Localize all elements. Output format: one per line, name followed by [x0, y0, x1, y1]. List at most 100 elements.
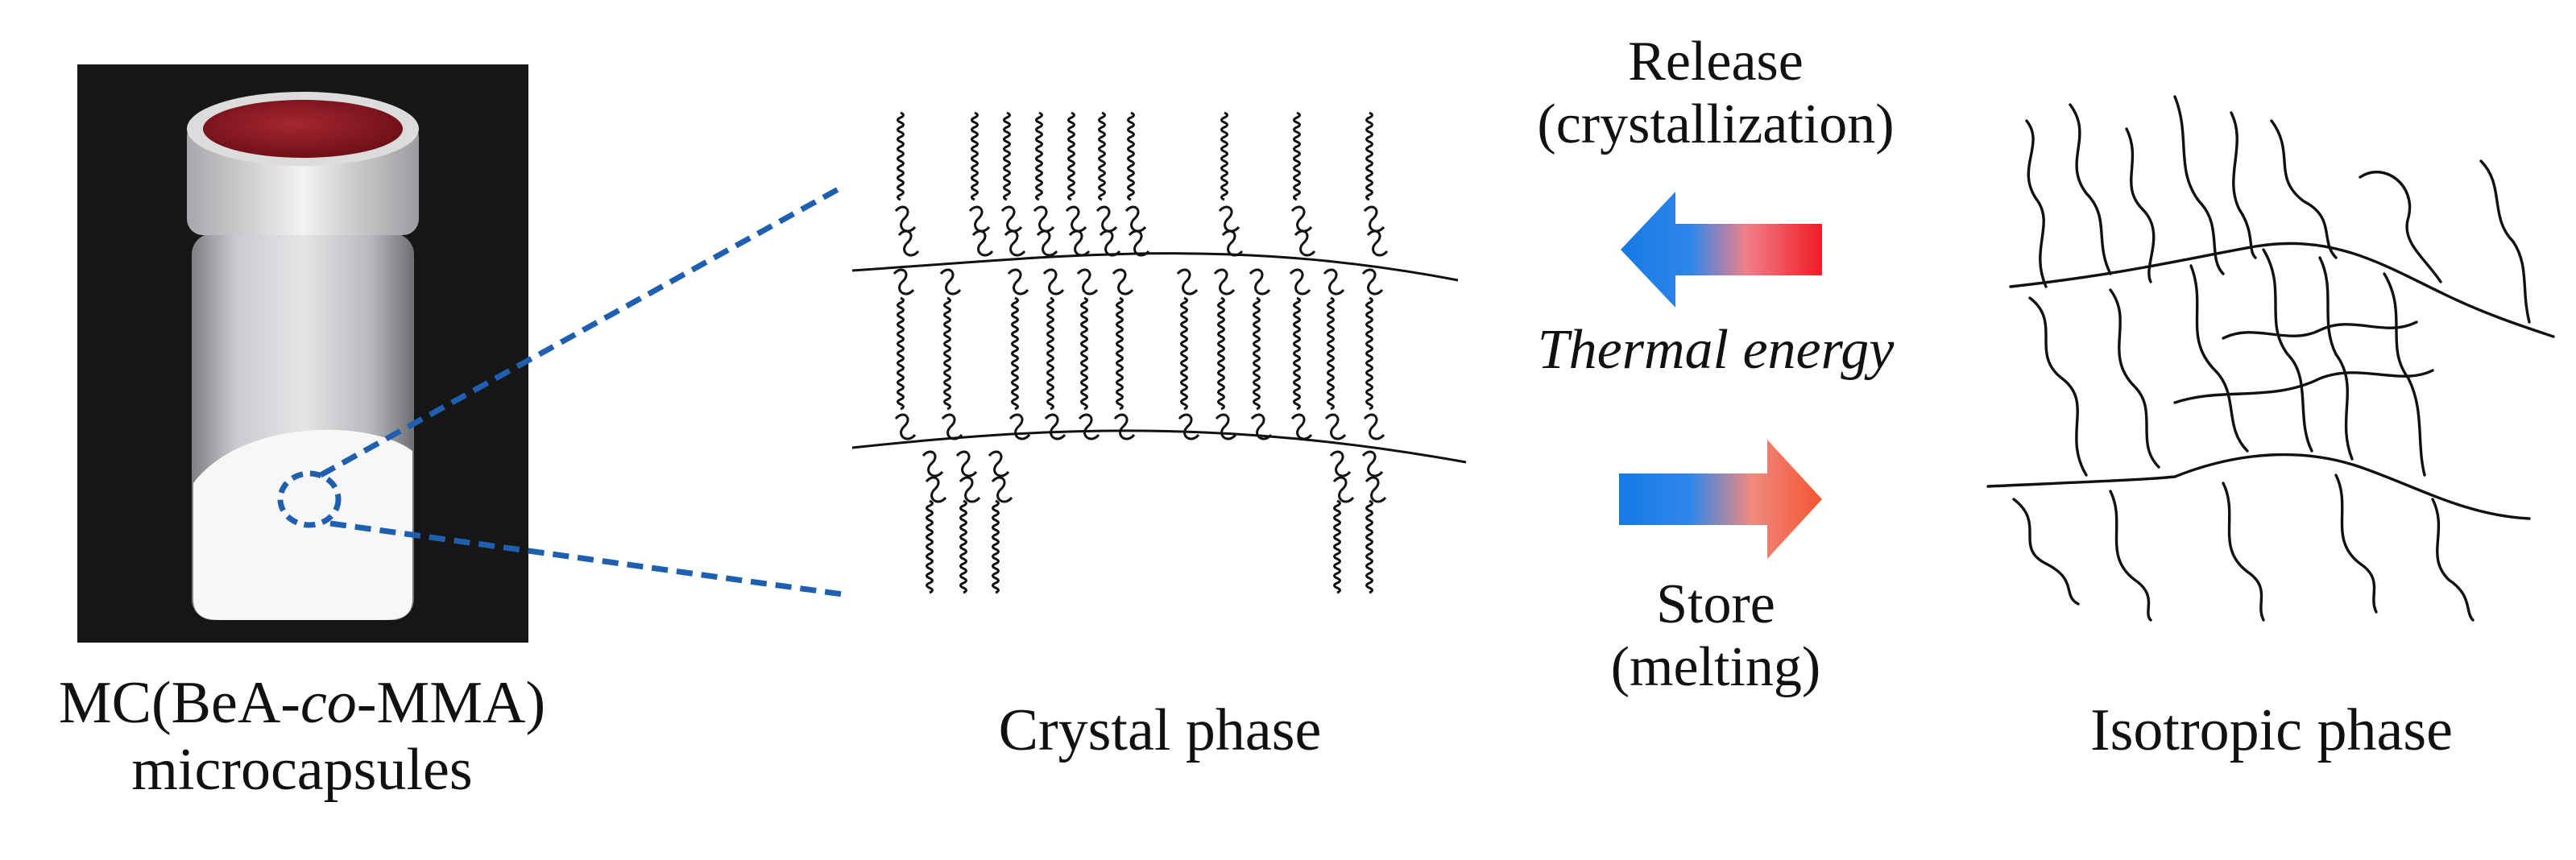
chain-fold	[1176, 268, 1199, 296]
isotropic-phase-label: Isotropic phase	[2089, 697, 2454, 763]
chain-fold	[1113, 413, 1136, 440]
chain-fold	[925, 476, 947, 503]
lamella-top	[851, 252, 1459, 282]
isotropic-phase-drawing	[1986, 95, 2555, 622]
chain-fold	[1332, 476, 1355, 503]
polymer-chain	[1127, 111, 1135, 201]
chain-fold	[1365, 476, 1387, 503]
chain-fold	[971, 229, 994, 257]
vial-photo	[77, 64, 528, 643]
chain-fold	[1218, 205, 1240, 233]
chain-fold	[894, 413, 917, 440]
powder	[193, 429, 412, 620]
chain-fold	[1215, 413, 1237, 440]
polymer-chain	[1365, 499, 1373, 594]
polymer-chain	[959, 499, 967, 594]
vial-caption: MC(BeA-co-MMA) microcapsules	[16, 670, 588, 804]
callout-line-bottom	[329, 520, 843, 597]
chain-fold	[921, 450, 944, 478]
store-arrow	[1619, 440, 1822, 559]
release-label: Release (crystallization)	[1450, 31, 1982, 157]
chain-fold	[1294, 229, 1316, 257]
polymer-chain	[897, 296, 905, 411]
polymer-chain	[1327, 296, 1335, 411]
chain-fold	[1033, 205, 1055, 233]
polymer-chain	[1180, 296, 1188, 411]
chain-fold	[1076, 268, 1099, 296]
chain-fold	[1323, 268, 1345, 296]
cap-top	[203, 100, 403, 158]
polymer-chain	[1098, 111, 1106, 201]
chain-fold	[1290, 205, 1313, 233]
chain-fold	[1290, 413, 1313, 440]
chain-fold	[1078, 413, 1100, 440]
chain-fold	[1128, 229, 1150, 257]
lamella-bottom	[851, 429, 1467, 464]
chain-fold	[1007, 268, 1029, 296]
polymer-chain	[1220, 111, 1228, 201]
polymer-chain	[971, 111, 979, 201]
chain-fold	[1099, 229, 1121, 257]
chain-fold	[1112, 268, 1134, 296]
chain-fold	[1221, 229, 1244, 257]
crystal-phase-label: Crystal phase	[998, 697, 1322, 763]
polymer-chain	[1003, 111, 1011, 201]
chain-fold	[1068, 229, 1091, 257]
store-label-line1: Store	[1656, 573, 1775, 635]
callout-circle	[277, 470, 342, 528]
chain-fold	[1289, 268, 1311, 296]
chain-fold	[1065, 205, 1087, 233]
chain-fold	[988, 450, 1010, 478]
chain-fold	[1363, 205, 1385, 233]
chain-fold	[1042, 268, 1065, 296]
store-label-line2: (melting)	[1610, 636, 1821, 699]
polymer-chain	[1067, 111, 1075, 201]
chain-fold	[1008, 413, 1031, 440]
chain-fold	[1324, 413, 1347, 440]
polymer-chain	[1333, 499, 1341, 594]
chain-fold	[894, 205, 917, 233]
release-label-line1: Release	[1628, 31, 1804, 93]
chain-fold	[1250, 413, 1273, 440]
chain-fold	[1213, 268, 1236, 296]
iso-boundary-top	[2009, 242, 2555, 338]
chain-fold	[1004, 229, 1026, 257]
polymer-chain	[1116, 296, 1124, 411]
polymer-chain	[1217, 296, 1225, 411]
release-arrow	[1621, 192, 1822, 308]
chain-fold	[941, 413, 963, 440]
polymer-chain	[943, 296, 951, 411]
iso-boundary-bottom	[1986, 453, 2531, 520]
chain-fold	[1124, 205, 1147, 233]
chain-fold	[959, 476, 981, 503]
chain-fold	[1249, 268, 1271, 296]
thermal-energy-label: Thermal energy	[1537, 319, 1895, 381]
polymer-chain	[992, 499, 1000, 594]
polymer-chain	[1293, 111, 1301, 201]
polymer-chain	[926, 499, 934, 594]
polymer-chain	[1365, 296, 1373, 411]
chain-fold	[1044, 413, 1066, 440]
polymer-chain	[1011, 296, 1019, 411]
chain-fold	[892, 268, 915, 296]
chain-fold	[968, 205, 991, 233]
chain-fold	[1366, 229, 1389, 257]
chain-fold	[1178, 413, 1200, 440]
chain-fold	[1095, 205, 1118, 233]
polymer-chain	[897, 111, 905, 201]
chain-fold	[955, 450, 978, 478]
crystal-phase-drawing	[851, 111, 1467, 594]
chain-fold	[991, 476, 1013, 503]
polymer-chain	[1253, 296, 1261, 411]
chain-fold	[1036, 229, 1058, 257]
polymer-chain	[1080, 296, 1088, 411]
chain-fold	[897, 229, 920, 257]
chain-fold	[1361, 450, 1384, 478]
store-label: Store (melting)	[1466, 573, 1965, 700]
chain-fold	[1363, 413, 1385, 440]
chain-fold	[1361, 268, 1384, 296]
vial-caption-line2: microcapsules	[131, 736, 473, 803]
chain-fold	[939, 268, 962, 296]
